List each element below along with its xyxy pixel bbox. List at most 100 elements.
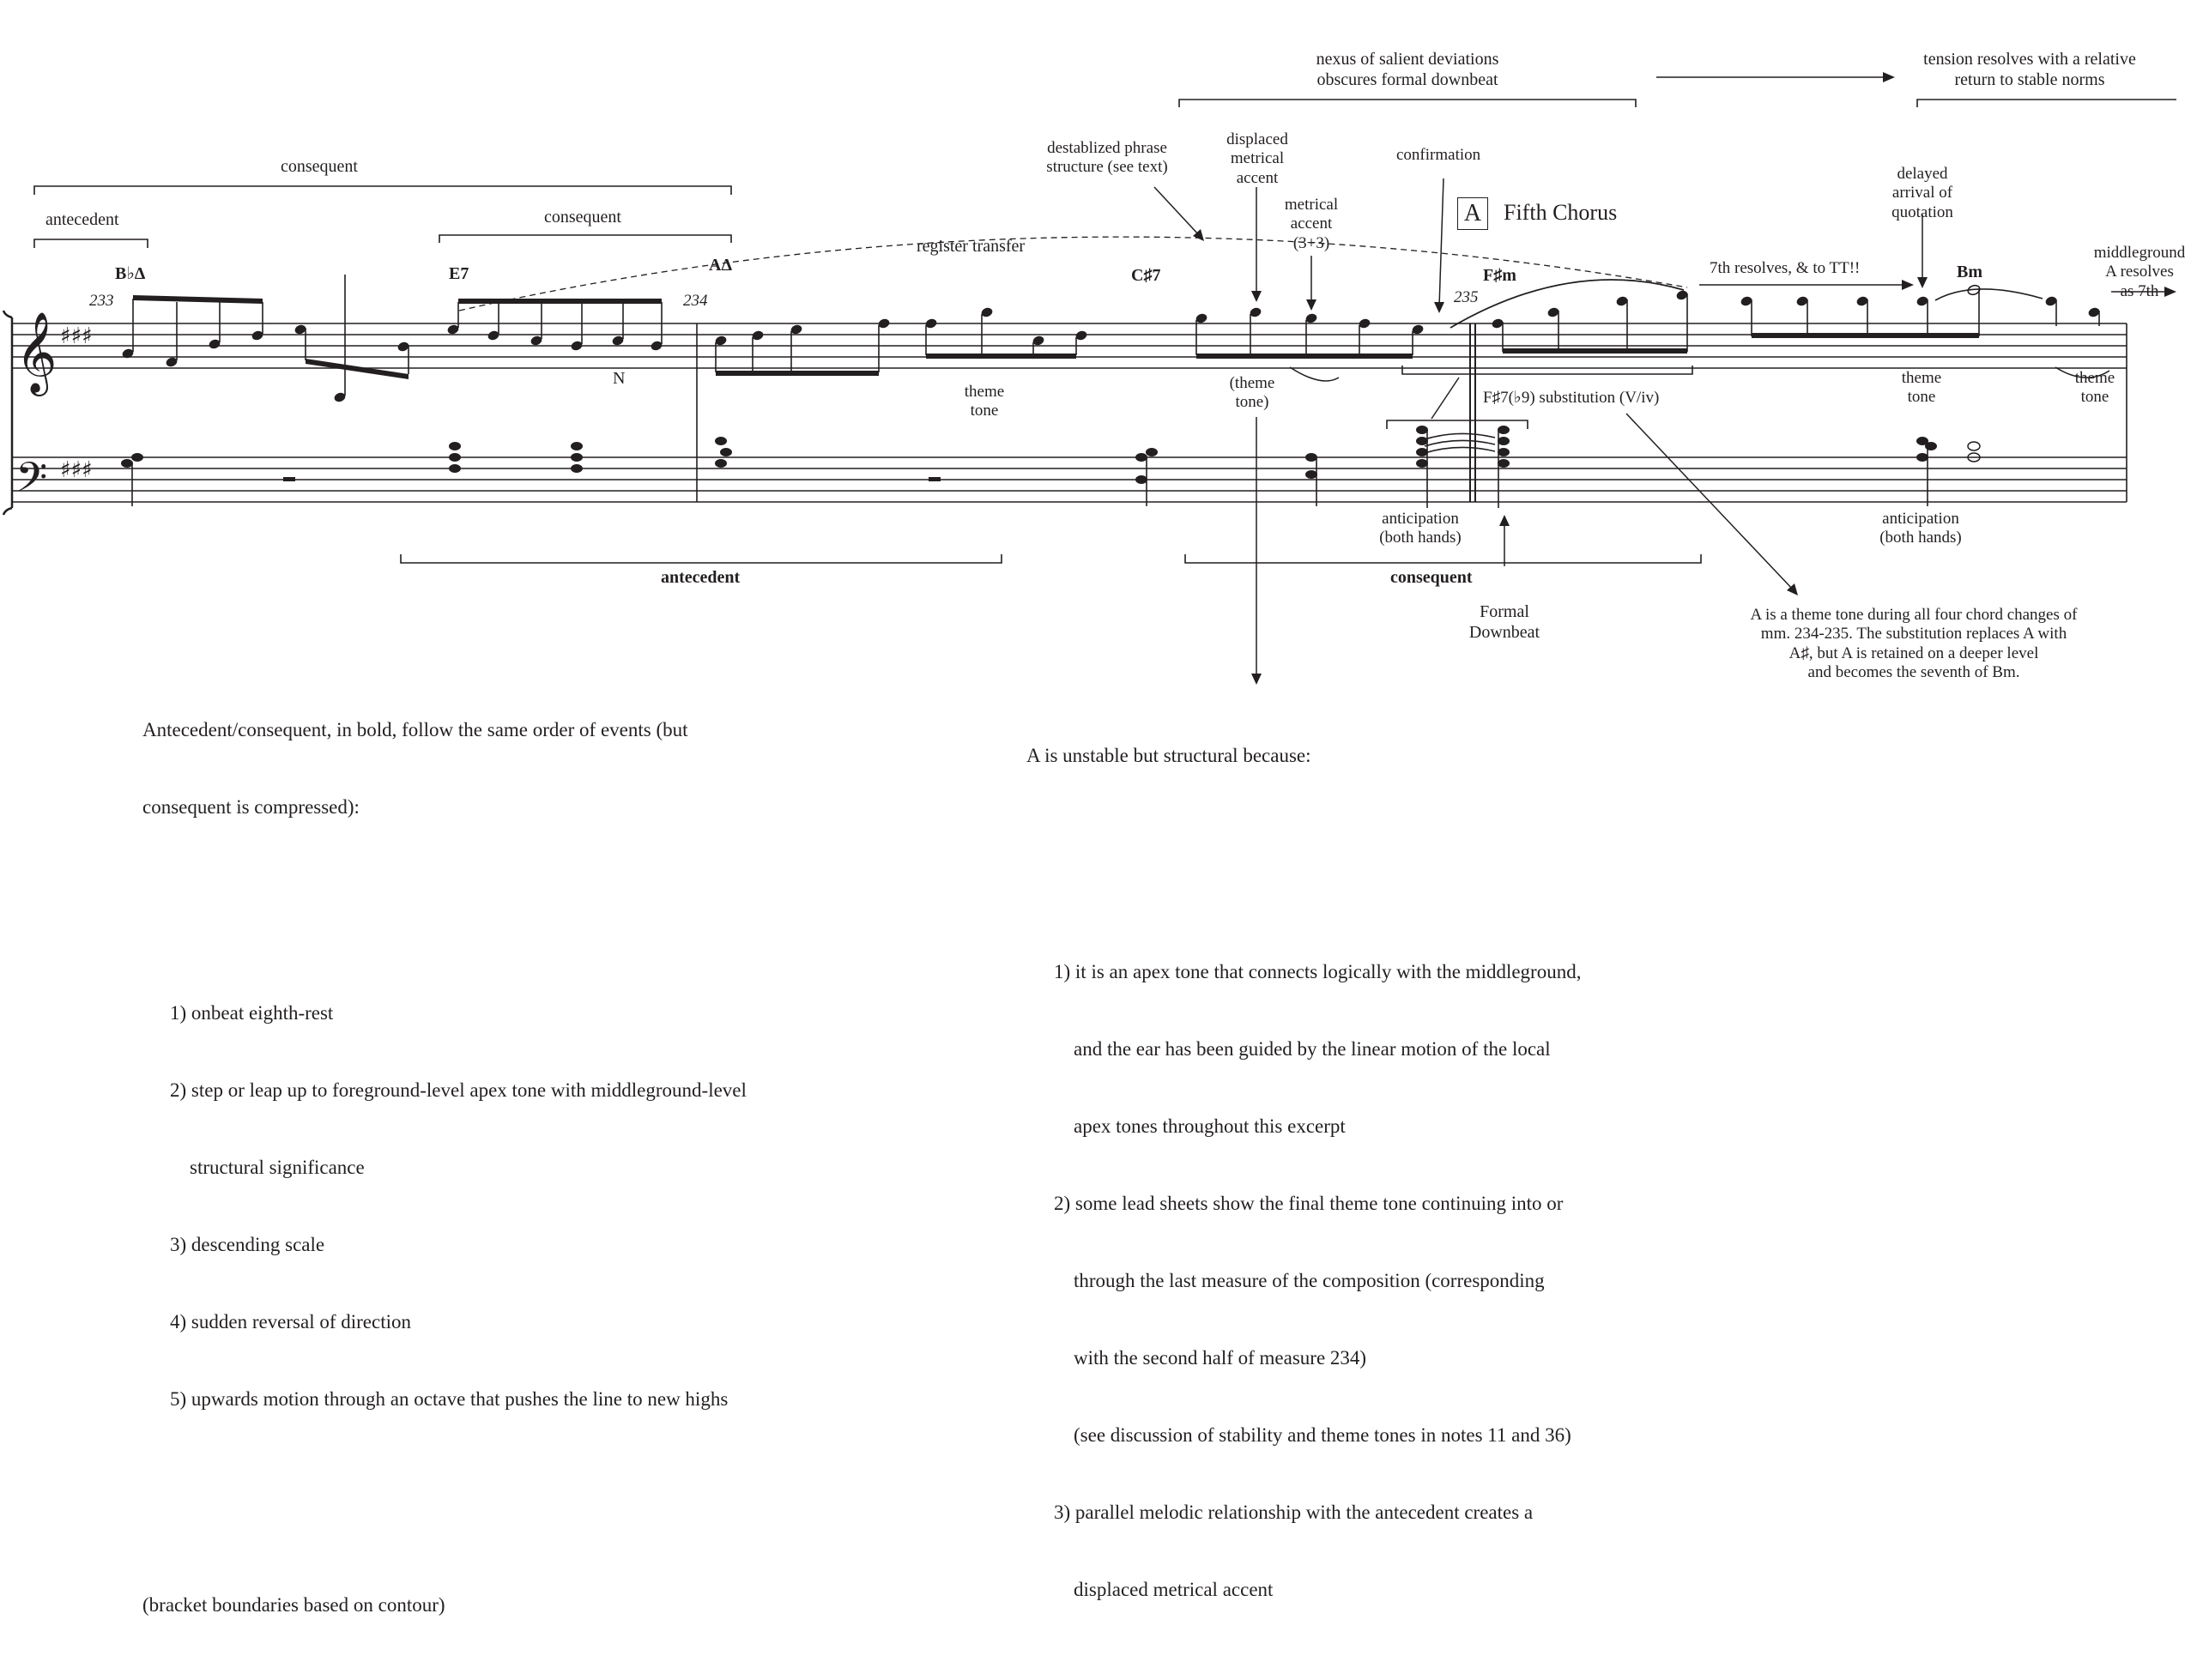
confirmation-label: confirmation — [1396, 146, 1481, 164]
theme-tone-paren-line-1: (theme — [1229, 374, 1275, 392]
bass-staff — [12, 456, 2127, 503]
chord-symbol: B♭Δ — [115, 264, 146, 283]
tension-line-2: return to stable norms — [1954, 69, 2105, 89]
right-item: apex tones throughout this excerpt — [1054, 1115, 1346, 1137]
left-intro-line-2: consequent is compressed): — [142, 796, 360, 818]
right-item: (see discussion of stability and theme t… — [1054, 1424, 1571, 1446]
left-footer: (bracket boundaries based on contour) — [142, 1594, 445, 1616]
a-theme-note-line-3: A♯, but A is retained on a deeper level — [1788, 644, 2039, 662]
svg-text:♯♯♯: ♯♯♯ — [60, 323, 93, 349]
left-intro-line-1: Antecedent/consequent, in bold, follow t… — [142, 719, 688, 740]
left-explanation: Antecedent/consequent, in bold, follow t… — [142, 666, 747, 1644]
measure-number: 233 — [89, 292, 114, 310]
left-item: structural significance — [170, 1157, 365, 1178]
theme-tone-label: theme tone — [946, 383, 1023, 421]
seventh-resolves-label: 7th resolves, & to TT!! — [1710, 259, 1861, 277]
delayed-line-2: arrival of — [1891, 184, 1953, 202]
fifth-chorus-label: Fifth Chorus — [1504, 200, 1618, 225]
anticipation-1-line-1: anticipation — [1382, 510, 1459, 528]
displaced-accent-label: displaced metrical accent — [1210, 130, 1304, 188]
metrical-accent-label: metrical accent (3+3) — [1268, 196, 1354, 253]
measure-number: 235 — [1454, 288, 1479, 306]
tension-line-1: tension resolves with a relative — [1923, 50, 2136, 69]
bass-clef-icon: 𝄢 — [15, 453, 47, 511]
right-item: 3) parallel melodic relationship with th… — [1054, 1502, 1534, 1523]
right-intro: A is unstable but structural because: — [1026, 745, 1311, 766]
register-transfer-label: register transfer — [917, 237, 1026, 256]
anticipation-label-1: anticipation (both hands) — [1360, 510, 1480, 548]
music-score: 𝄞 𝄢 ♯♯♯ ♯♯♯ — [2, 72, 2176, 685]
displaced-line-1: displaced — [1226, 130, 1288, 148]
left-item: 3) descending scale — [170, 1234, 325, 1255]
a-theme-note-line-4: and becomes the seventh of Bm. — [1807, 663, 2020, 682]
delayed-line-1: delayed — [1897, 165, 1948, 183]
nexus-label: nexus of salient deviations obscures for… — [1184, 50, 1631, 90]
nexus-line-2: obscures formal downbeat — [1316, 69, 1498, 89]
a-theme-note: A is a theme tone during all four chord … — [1725, 606, 2103, 683]
theme-tone-line-2: tone — [970, 402, 999, 420]
middleground-label: middleground A resolves as 7th — [2085, 244, 2194, 301]
theme-tone-line-1: theme — [964, 383, 1005, 401]
anticipation-2-line-2: (both hands) — [1879, 529, 1962, 547]
destabilized-line-1: destablized phrase — [1047, 139, 1167, 157]
chord-symbol: C♯7 — [1131, 266, 1161, 285]
left-item: 5) upwards motion through an octave that… — [170, 1388, 729, 1410]
theme-tone-3-line-1: theme — [2074, 369, 2115, 387]
destabilized-line-2: structure (see text) — [1046, 158, 1168, 177]
treble-staff — [12, 323, 2127, 369]
right-explanation: A is unstable but structural because: 1)… — [1026, 692, 1581, 1680]
right-item: with the second half of measure 234) — [1054, 1347, 1367, 1369]
anticipation-2-line-1: anticipation — [1882, 510, 1959, 528]
middleground-line-1: middleground — [2093, 244, 2186, 262]
theme-tone-2-line-1: theme — [1901, 369, 1942, 387]
treble-clef-icon: 𝄞 — [15, 311, 57, 396]
anticipation-label-2: anticipation (both hands) — [1861, 510, 1981, 548]
right-item: displaced metrical accent — [1054, 1579, 1274, 1600]
right-item: through the last measure of the composit… — [1054, 1270, 1545, 1291]
right-item: 2) some lead sheets show the final theme… — [1054, 1193, 1564, 1214]
displaced-line-2: metrical — [1230, 149, 1285, 168]
a-theme-note-line-2: mm. 234-235. The substitution replaces A… — [1760, 625, 2067, 644]
theme-tone-3-line-2: tone — [2080, 388, 2109, 407]
left-item: 2) step or leap up to foreground-level a… — [170, 1079, 747, 1101]
metrical-line-3: (3+3) — [1292, 233, 1330, 252]
nexus-line-1: nexus of salient deviations — [1316, 50, 1499, 69]
chord-symbol: E7 — [449, 264, 469, 283]
n-label: N — [613, 369, 626, 388]
bracket-antecedent-top: antecedent — [45, 210, 119, 229]
theme-tone-label-3: theme tone — [2056, 369, 2133, 408]
formal-downbeat-line-2: Downbeat — [1468, 622, 1540, 642]
tension-label: tension resolves with a relative return … — [1897, 50, 2163, 90]
chord-symbol: Bm — [1957, 263, 1982, 281]
a-theme-note-line-1: A is a theme tone during all four chord … — [1750, 606, 2078, 624]
middleground-line-3: as 7th — [2120, 281, 2159, 300]
middleground-line-2: A resolves — [2105, 263, 2174, 281]
measure-number: 234 — [683, 292, 708, 310]
right-item: and the ear has been guided by the linea… — [1054, 1038, 1551, 1060]
destabilized-label: destablized phrase structure (see text) — [1030, 139, 1184, 178]
section-letter-box: A — [1457, 197, 1488, 230]
bracket-antecedent-bottom: antecedent — [661, 568, 741, 587]
displaced-line-3: accent — [1236, 168, 1279, 187]
bracket-consequent-bottom: consequent — [1390, 568, 1473, 587]
delayed-arrival-label: delayed arrival of quotation — [1871, 165, 1974, 222]
bracket-consequent-mid: consequent — [544, 208, 621, 227]
left-item: 1) onbeat eighth-rest — [170, 1002, 334, 1024]
svg-text:♯♯♯: ♯♯♯ — [60, 457, 93, 483]
metrical-line-1: metrical — [1284, 196, 1339, 214]
formal-downbeat-label: Formal Downbeat — [1449, 602, 1560, 643]
theme-tone-2-line-2: tone — [1907, 388, 1936, 407]
anticipation-1-line-2: (both hands) — [1379, 529, 1462, 547]
theme-tone-label-2: theme tone — [1883, 369, 1960, 408]
left-item: 4) sudden reversal of direction — [170, 1311, 412, 1333]
chord-symbol: F♯m — [1483, 266, 1516, 285]
formal-downbeat-line-1: Formal — [1480, 602, 1529, 621]
substitution-label: F♯7(♭9) substitution (V/iv) — [1483, 389, 1660, 407]
chord-symbol: AΔ — [709, 256, 732, 275]
theme-tone-paren-label: (theme tone) — [1213, 374, 1291, 413]
theme-tone-paren-line-2: tone) — [1235, 393, 1269, 412]
metrical-line-2: accent — [1290, 215, 1333, 233]
right-item: 1) it is an apex tone that connects logi… — [1054, 961, 1582, 982]
bracket-consequent-top: consequent — [281, 157, 358, 176]
delayed-line-3: quotation — [1891, 202, 1953, 221]
